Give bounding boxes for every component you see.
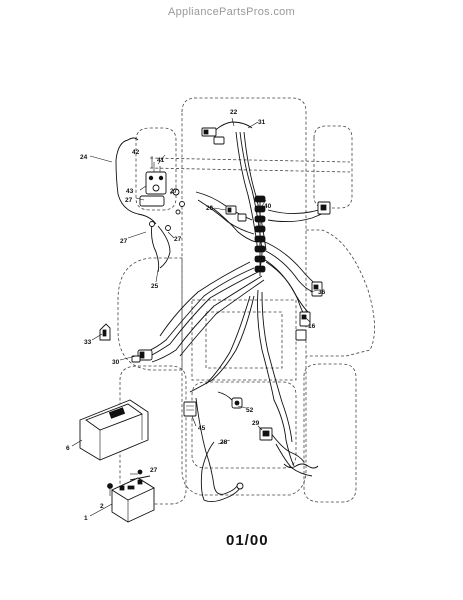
callout-leaders — [71, 117, 319, 517]
switch-36 — [311, 281, 323, 297]
callout-27c: 27 — [120, 238, 128, 245]
callout-numbers: 1 2 6 16 22 24 25 26 27 27 27 27 27 28 2… — [66, 109, 326, 522]
harness-coil — [254, 195, 266, 273]
callout-30: 30 — [112, 359, 120, 366]
callout-27d: 27 — [174, 236, 182, 243]
callout-41: 41 — [157, 157, 165, 164]
callout-52: 52 — [246, 407, 254, 414]
connector-52 — [217, 391, 243, 409]
ground-terminal-28 — [236, 482, 244, 490]
callout-31: 31 — [258, 119, 266, 126]
callout-45: 45 — [198, 425, 206, 432]
callout-36: 36 — [318, 289, 326, 296]
switch-29 — [259, 427, 273, 441]
callout-29: 29 — [252, 420, 260, 427]
connector-45 — [183, 401, 197, 417]
callout-27b: 27 — [125, 197, 133, 204]
callout-24: 24 — [80, 154, 88, 161]
callout-27e: 27 — [150, 467, 158, 474]
callout-43: 43 — [126, 188, 134, 195]
watermark-text: AppliancePartsPros.com — [167, 6, 296, 18]
callout-25: 25 — [151, 283, 159, 290]
callout-33: 33 — [84, 339, 92, 346]
battery-bolts — [107, 469, 143, 496]
battery-tray — [79, 399, 149, 461]
callout-22: 22 — [230, 109, 238, 116]
callout-28: 28 — [220, 439, 228, 446]
callout-27a: 27 — [170, 188, 178, 195]
connector-30 — [131, 349, 153, 363]
solenoid-assembly — [139, 162, 185, 231]
callout-6: 6 — [66, 445, 70, 452]
callout-16: 16 — [308, 323, 316, 330]
callout-2: 2 — [100, 503, 104, 510]
connector-22-31 — [201, 127, 225, 145]
connector-right-top — [317, 201, 331, 215]
callout-26: 26 — [206, 205, 214, 212]
callout-42: 42 — [132, 149, 140, 156]
callout-40: 40 — [264, 203, 272, 210]
connector-26 — [225, 205, 247, 222]
revision-date: 01/00 — [226, 532, 269, 549]
switch-16 — [295, 311, 311, 341]
callout-1: 1 — [84, 515, 88, 522]
switch-33 — [99, 323, 111, 341]
battery — [111, 477, 155, 523]
